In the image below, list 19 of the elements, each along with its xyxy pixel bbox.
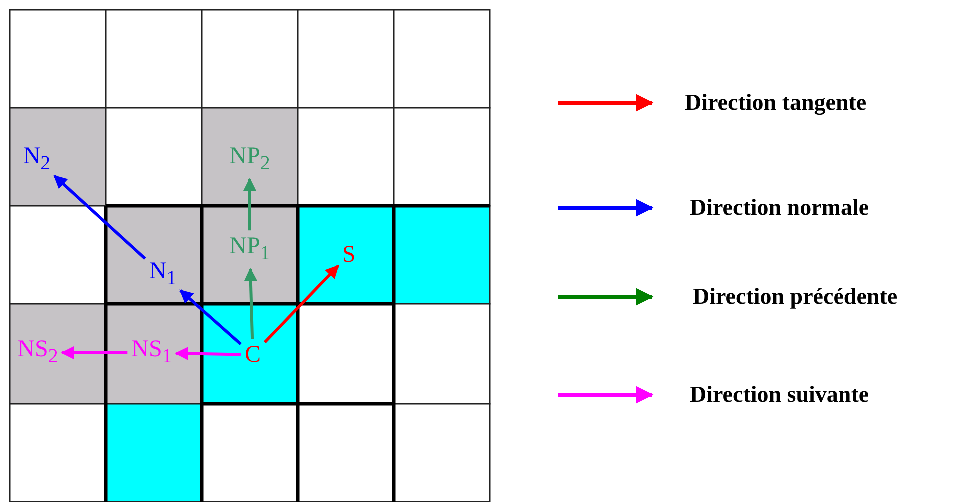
arrow: [264, 265, 340, 344]
arrow: [243, 178, 257, 231]
arrow: [180, 290, 242, 346]
point-label: N$_{2}$: [22, 144, 52, 176]
arrow: [54, 175, 146, 260]
point-label: NP$_{1}$: [228, 234, 272, 266]
legend-label: Direction normale: [690, 195, 870, 221]
point-label: N$_{1}$: [148, 258, 178, 292]
point-label: S: [341, 242, 357, 268]
point-label: NS$_{2}$: [16, 336, 60, 370]
point-label: NS$_{1}$: [130, 336, 174, 370]
point-label: C: [244, 342, 262, 368]
legend-label: Direction tangente: [685, 90, 867, 116]
arrow: [175, 346, 242, 360]
legend-label: Direction précédente: [693, 284, 898, 310]
point-label: NP$_{2}$: [228, 144, 272, 176]
arrow: [244, 268, 258, 340]
legend-label: Direction suivante: [690, 382, 870, 408]
arrow: [61, 346, 128, 360]
